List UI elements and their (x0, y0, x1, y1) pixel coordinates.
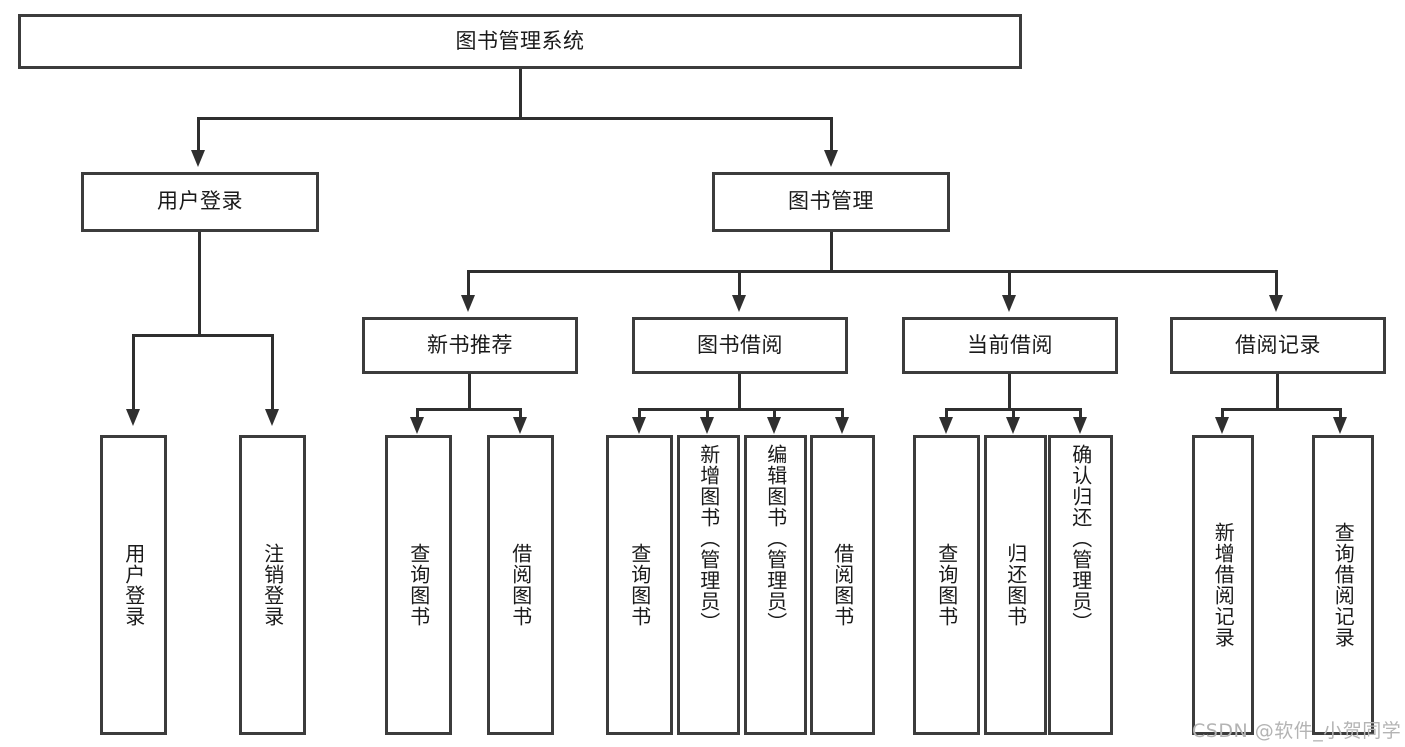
connector-nbr-stem (468, 374, 471, 410)
arrow-to-cb-return-book (1006, 417, 1020, 434)
node-book-management[interactable]: 图书管理 (712, 172, 950, 232)
arrow-to-borrow-records (1269, 295, 1283, 312)
connector-user-login-drop-2 (271, 334, 274, 409)
node-new-book-recommend[interactable]: 新书推荐 (362, 317, 578, 374)
arrow-to-bb-add-book (700, 417, 714, 434)
node-book-borrow[interactable]: 图书借阅 (632, 317, 848, 374)
connector-br-bus (1221, 408, 1342, 411)
arrow-to-bb-query-book (632, 417, 646, 434)
arrow-to-br-add-record (1215, 417, 1229, 434)
connector-root-bus (197, 117, 833, 120)
arrow-to-book-management (824, 150, 838, 167)
arrow-to-current-borrow (1002, 295, 1016, 312)
arrow-to-book-borrow (732, 295, 746, 312)
arrow-to-nbr-borrow-book (513, 417, 527, 434)
leaf-nbr-query-book[interactable]: 查询图书 (385, 435, 452, 735)
connector-bb-drop-4 (841, 408, 844, 420)
csdn-watermark: CSDN @软件_小贺同学 (1192, 720, 1402, 742)
connector-nbr-drop-1 (416, 408, 419, 420)
connector-cb-drop-2 (1012, 408, 1015, 420)
connector-user-login-bus (132, 334, 274, 337)
connector-root-stem (519, 69, 522, 119)
node-root-book-management-system[interactable]: 图书管理系统 (18, 14, 1022, 69)
leaf-user-login[interactable]: 用户登录 (100, 435, 167, 735)
arrow-to-user-login (191, 150, 205, 167)
node-label: 借阅图书 (508, 543, 533, 627)
leaf-bb-edit-book[interactable]: 编辑图书（管理员） (744, 435, 807, 735)
leaf-nbr-borrow-book[interactable]: 借阅图书 (487, 435, 554, 735)
node-label: 查询图书 (934, 543, 959, 627)
connector-book-management-stem (830, 232, 833, 272)
arrow-to-user-login-leaf (126, 409, 140, 426)
arrow-to-bb-borrow-book (835, 417, 849, 434)
node-label: 新书推荐 (427, 332, 513, 357)
connector-bm-drop-2 (738, 270, 741, 295)
connector-br-drop-1 (1221, 408, 1224, 420)
node-current-borrow[interactable]: 当前借阅 (902, 317, 1118, 374)
connector-user-login-drop-1 (132, 334, 135, 409)
node-borrow-records[interactable]: 借阅记录 (1170, 317, 1386, 374)
node-label: 确认归还（管理员） (1068, 444, 1093, 633)
node-label: 新增借阅记录 (1211, 522, 1236, 648)
node-label: 用户登录 (157, 189, 243, 214)
leaf-br-add-record[interactable]: 新增借阅记录 (1192, 435, 1254, 735)
leaf-bb-borrow-book[interactable]: 借阅图书 (810, 435, 875, 735)
arrow-to-cb-query-book (939, 417, 953, 434)
connector-bb-drop-1 (638, 408, 641, 420)
connector-br-stem (1276, 374, 1279, 410)
node-label: 图书管理系统 (455, 28, 585, 53)
connector-bb-stem (738, 374, 741, 410)
connector-root-drop-left (197, 117, 200, 150)
connector-cb-stem (1008, 374, 1011, 410)
connector-bm-drop-1 (467, 270, 470, 295)
node-label: 图书借阅 (697, 332, 783, 357)
leaf-bb-query-book[interactable]: 查询图书 (606, 435, 673, 735)
leaf-br-query-record[interactable]: 查询借阅记录 (1312, 435, 1374, 735)
node-user-login[interactable]: 用户登录 (81, 172, 319, 232)
connector-cb-drop-1 (945, 408, 948, 420)
node-label: 用户登录 (121, 543, 146, 627)
node-label: 借阅记录 (1235, 332, 1321, 357)
arrow-to-br-query-record (1333, 417, 1347, 434)
arrow-to-cb-confirm-return (1073, 417, 1087, 434)
node-label: 借阅图书 (830, 543, 855, 627)
arrow-to-bb-edit-book (767, 417, 781, 434)
connector-user-login-stem (198, 232, 201, 336)
arrow-to-logout-leaf (265, 409, 279, 426)
node-label: 当前借阅 (967, 332, 1053, 357)
node-label: 查询图书 (627, 543, 652, 627)
connector-nbr-drop-2 (519, 408, 522, 420)
node-label: 新增图书（管理员） (696, 444, 721, 633)
node-label: 注销登录 (260, 543, 285, 627)
connector-nbr-bus (416, 408, 522, 411)
connector-cb-drop-3 (1079, 408, 1082, 420)
leaf-logout[interactable]: 注销登录 (239, 435, 306, 735)
connector-bb-drop-2 (706, 408, 709, 420)
connector-book-management-bus (467, 270, 1275, 273)
node-label: 查询借阅记录 (1331, 522, 1356, 648)
connector-root-drop-right (830, 117, 833, 150)
node-label: 图书管理 (788, 189, 874, 214)
arrow-to-new-book-recommend (461, 295, 475, 312)
connector-bm-drop-4 (1275, 270, 1278, 295)
leaf-cb-return-book[interactable]: 归还图书 (984, 435, 1047, 735)
connector-bb-bus (638, 408, 844, 411)
node-label: 归还图书 (1003, 543, 1028, 627)
connector-bb-drop-3 (773, 408, 776, 420)
leaf-cb-query-book[interactable]: 查询图书 (913, 435, 980, 735)
node-label: 查询图书 (406, 543, 431, 627)
node-label: 编辑图书（管理员） (763, 444, 788, 633)
connector-bm-drop-3 (1008, 270, 1011, 295)
connector-br-drop-2 (1339, 408, 1342, 420)
leaf-bb-add-book[interactable]: 新增图书（管理员） (677, 435, 740, 735)
leaf-cb-confirm-return[interactable]: 确认归还（管理员） (1048, 435, 1113, 735)
arrow-to-nbr-query-book (410, 417, 424, 434)
